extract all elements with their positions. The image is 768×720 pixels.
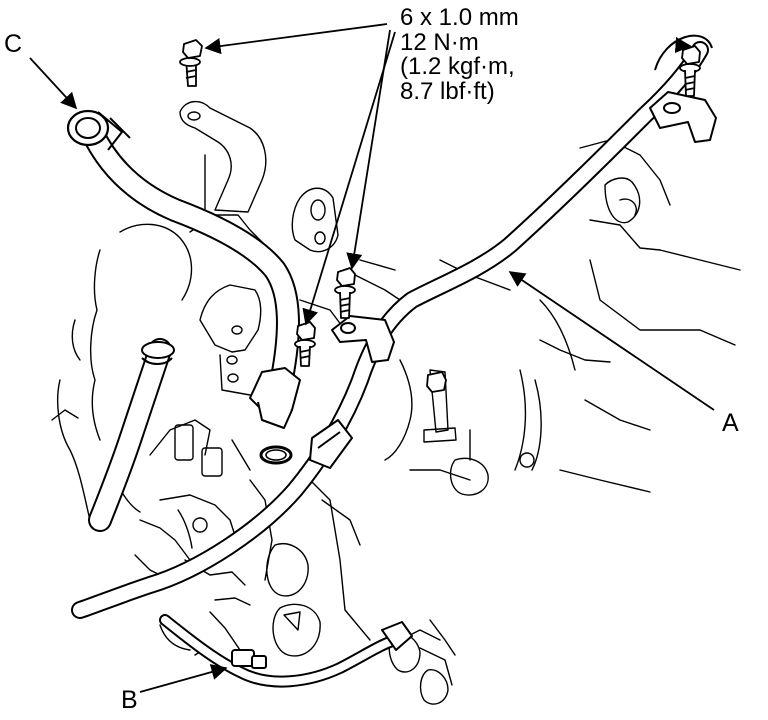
- bolt-size: 6 x 1.0 mm: [400, 4, 519, 31]
- leader-lines: [29, 23, 715, 693]
- bolt-upper-bracket: [179, 39, 203, 87]
- leader-a: [508, 271, 715, 411]
- engine-background: [51, 101, 741, 705]
- leader-b: [139, 664, 228, 693]
- callout-label-c: C: [4, 30, 23, 58]
- bolt-right-area: [426, 371, 447, 393]
- hose-c: [66, 109, 300, 390]
- hose-left-vertical: [88, 338, 175, 532]
- harness-b: [159, 614, 401, 688]
- bracket-clamps: [249, 91, 717, 651]
- torque-lbfft: 8.7 lbf·ft): [400, 77, 495, 105]
- leader-spec-bolt-1: [204, 23, 388, 55]
- bolt-sensor: [294, 321, 316, 367]
- bolt-center-clamp: [334, 267, 356, 319]
- callout-label-b: B: [121, 686, 138, 714]
- torque-kgfm: (1.2 kgf·m,: [400, 53, 515, 80]
- leader-spec-bolt-3: [302, 31, 396, 326]
- leader-c: [29, 57, 78, 110]
- torque-spec-block: 6 x 1.0 mm 12 N·m (1.2 kgf·m, 8.7 lbf·ft…: [400, 4, 519, 105]
- bolts: [179, 39, 701, 393]
- callout-label-a: A: [722, 409, 739, 437]
- torque-nm: 12 N·m: [400, 28, 479, 56]
- hose-a: [71, 34, 713, 619]
